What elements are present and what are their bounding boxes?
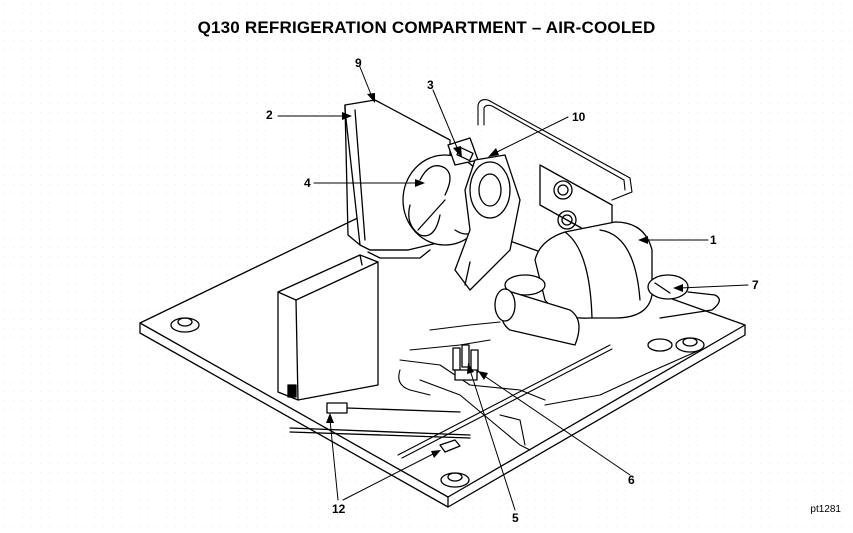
- leader-lines: [277, 66, 749, 511]
- callout-2: 2: [266, 108, 273, 122]
- service-valves: [452, 344, 479, 381]
- callout-7: 7: [752, 278, 759, 292]
- callout-5: 5: [512, 511, 519, 525]
- callout-9: 9: [355, 56, 362, 70]
- callout-3: 3: [427, 78, 434, 92]
- figure-id: pt1281: [810, 504, 841, 515]
- diagram-title: Q130 REFRIGERATION COMPARTMENT – AIR-COO…: [197, 18, 656, 37]
- filter-drier: [647, 274, 720, 319]
- callout-4: 4: [304, 176, 311, 190]
- callout-12: 12: [332, 502, 346, 516]
- condenser-tubing: [477, 99, 633, 201]
- callout-1: 1: [710, 233, 717, 247]
- electrical-box: [277, 254, 379, 401]
- callout-10: 10: [572, 110, 586, 124]
- base-plate: [139, 199, 746, 508]
- callout-6: 6: [628, 473, 635, 487]
- receiver-tank: [494, 288, 580, 346]
- fan-motor-assembly: [447, 137, 521, 291]
- rear-panel: [539, 164, 613, 246]
- access-valves: [289, 402, 471, 453]
